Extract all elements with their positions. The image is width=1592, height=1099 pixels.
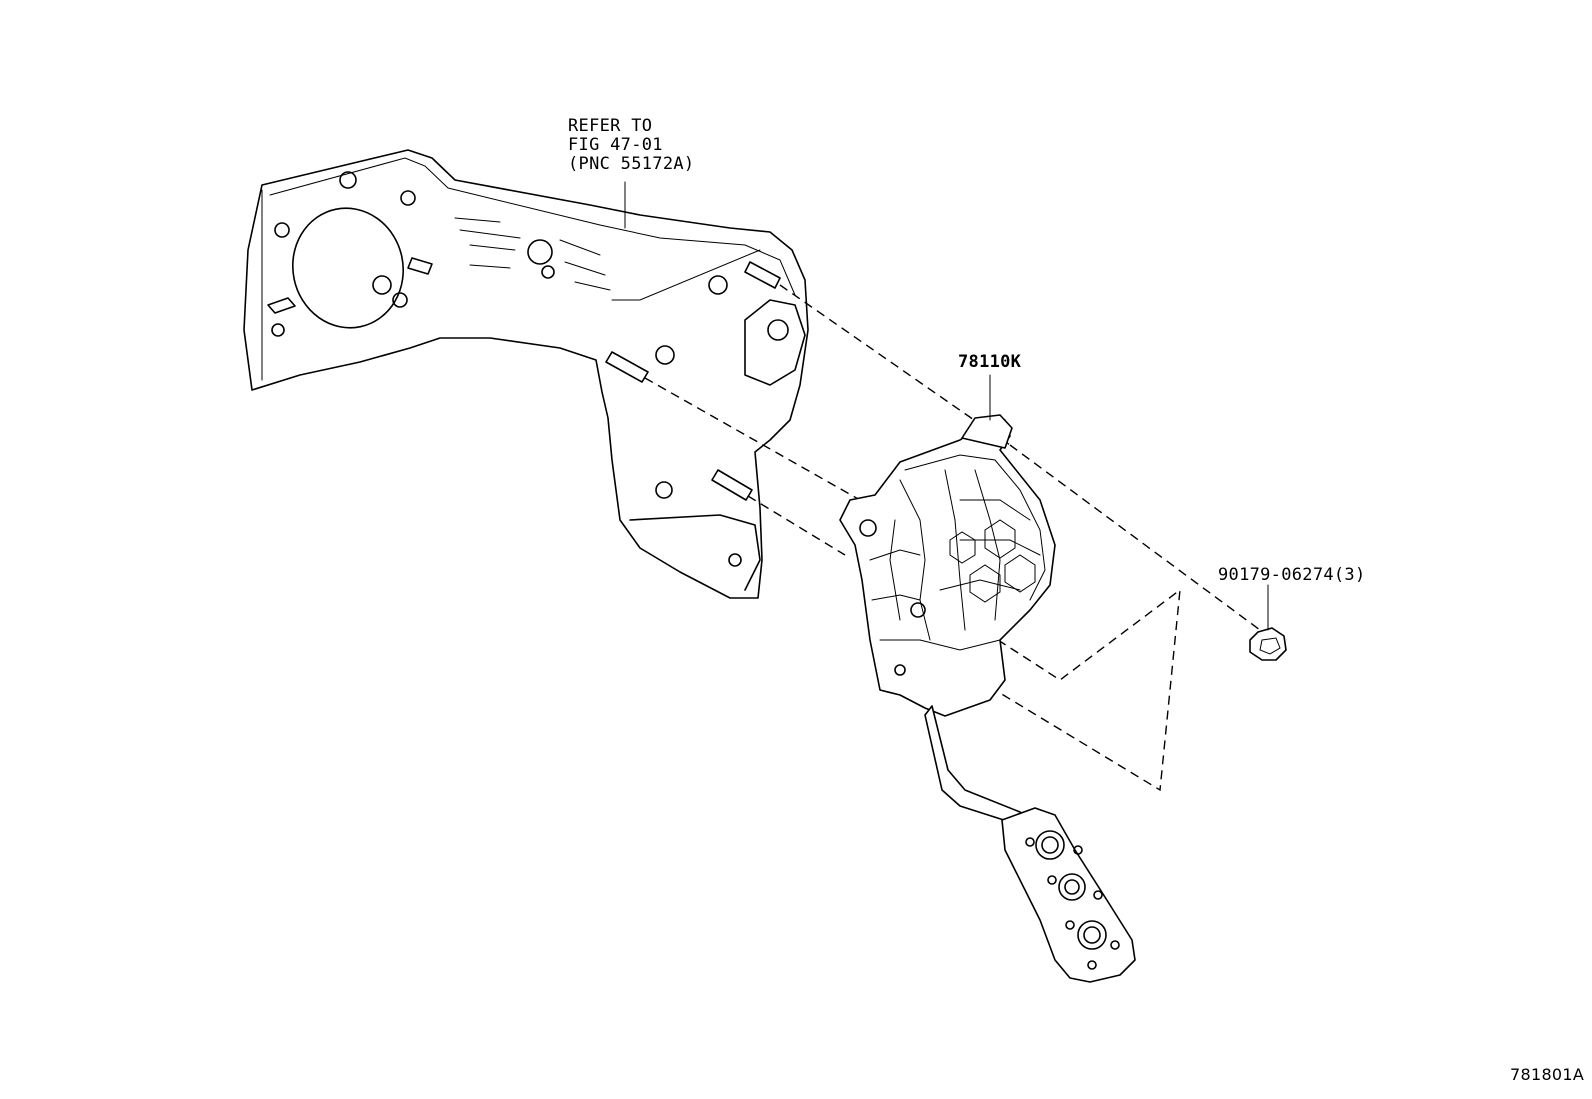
bracket-hole (372, 275, 392, 295)
pedal-support-bracket[interactable] (243, 149, 809, 599)
bracket-hole (527, 239, 553, 265)
nut-face (1259, 637, 1281, 655)
pad-hole (1047, 875, 1057, 885)
pedal-arm (924, 705, 1031, 831)
pad-hole (1041, 836, 1059, 854)
nut-body (1249, 627, 1287, 661)
callout-refer-line1: REFER TO (568, 116, 653, 136)
pad-hole (1077, 920, 1107, 950)
housing-cells (949, 519, 1036, 603)
assembly-lines (644, 284, 1261, 792)
bracket-hole (400, 190, 416, 206)
bracket-hole (541, 265, 555, 279)
bracket-hole (271, 323, 285, 337)
bracket-plate (243, 149, 809, 599)
callout-refer-line3: (PNC 55172A) (568, 154, 695, 174)
bracket-large-hole (291, 207, 405, 329)
callout-part-nut[interactable]: 90179-06274(3) (1218, 565, 1366, 585)
bracket-hole (708, 275, 728, 295)
bracket-hole (655, 345, 675, 365)
hex-nut[interactable] (1249, 627, 1287, 661)
bracket-hole (728, 553, 742, 567)
stud (267, 257, 781, 501)
pad-hole (1058, 873, 1086, 901)
pad-hole (1025, 837, 1035, 847)
bracket-hole (274, 222, 290, 238)
figure-id: 781801A (1510, 1065, 1585, 1084)
bracket-boss (744, 299, 806, 386)
pad-hole (1065, 920, 1075, 930)
pad-hole (1073, 845, 1083, 855)
accelerator-pedal-assembly[interactable] (839, 414, 1136, 983)
callout-refer-line2: FIG 47-01 (568, 135, 663, 155)
housing-hole (910, 602, 926, 618)
bracket-hole (655, 481, 673, 499)
bracket-flange-edge (261, 157, 796, 381)
bracket-hole (767, 319, 789, 341)
callout-part-78110k[interactable]: 78110K (958, 352, 1022, 372)
housing-hole (859, 519, 877, 537)
pedal-mount-tab (961, 414, 1013, 449)
bracket-hole (339, 171, 357, 189)
pad-hole (1093, 890, 1103, 900)
pad-hole (1035, 830, 1065, 860)
leader-lines (624, 181, 1269, 631)
pad-hole (1064, 879, 1080, 895)
housing-hole (894, 664, 906, 676)
pedal-pad (1001, 807, 1136, 983)
bracket-rib (454, 217, 611, 291)
housing-detail (869, 454, 1046, 651)
bracket-lower-tab (629, 514, 761, 591)
pad-hole (1083, 926, 1101, 944)
pad-hole (1087, 960, 1097, 970)
bracket-hole (392, 292, 408, 308)
pad-hole (1110, 940, 1120, 950)
pedal-housing (839, 417, 1056, 717)
